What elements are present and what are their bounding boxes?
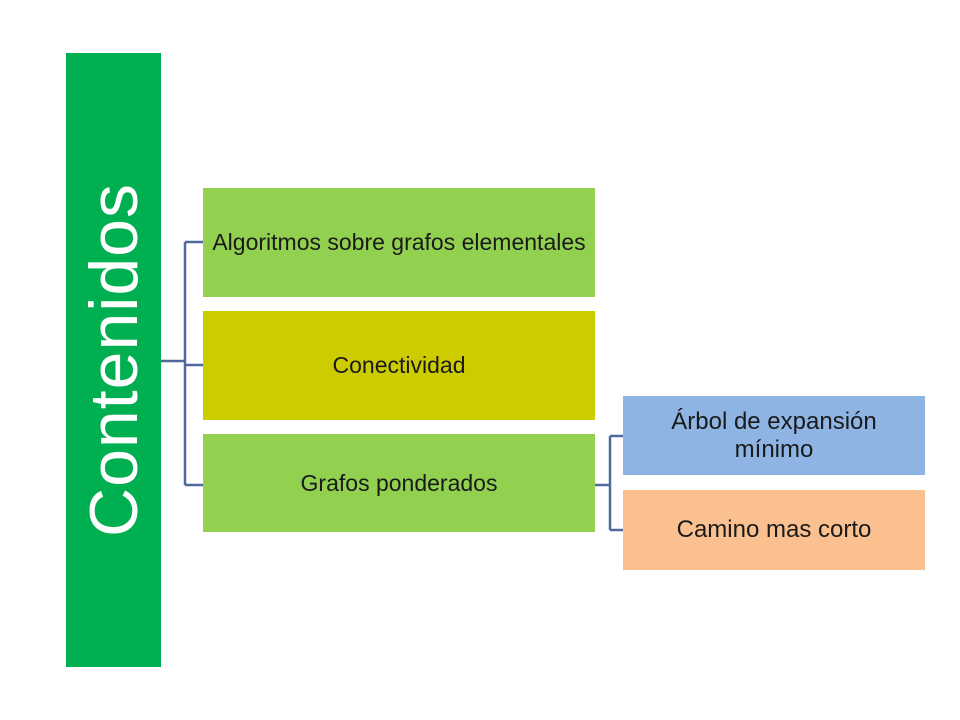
child-to-grandchildren-connector	[595, 434, 623, 532]
node-grafos-ponderados-label: Grafos ponderados	[300, 469, 498, 496]
root-node: Contenidos	[66, 53, 161, 667]
node-conectividad-label: Conectividad	[332, 352, 466, 379]
node-conectividad: Conectividad	[203, 311, 595, 420]
node-arbol-expansion: Árbol de expansión mínimo	[623, 396, 925, 475]
node-grafos-ponderados: Grafos ponderados	[203, 434, 595, 532]
node-camino-corto-label: Camino mas corto	[676, 516, 872, 544]
node-algoritmos-label: Algoritmos sobre grafos elementales	[212, 229, 586, 256]
node-camino-corto: Camino mas corto	[623, 490, 925, 570]
node-algoritmos: Algoritmos sobre grafos elementales	[203, 188, 595, 297]
root-to-children-connector	[161, 240, 203, 487]
node-arbol-expansion-label: Árbol de expansión mínimo	[671, 407, 877, 463]
